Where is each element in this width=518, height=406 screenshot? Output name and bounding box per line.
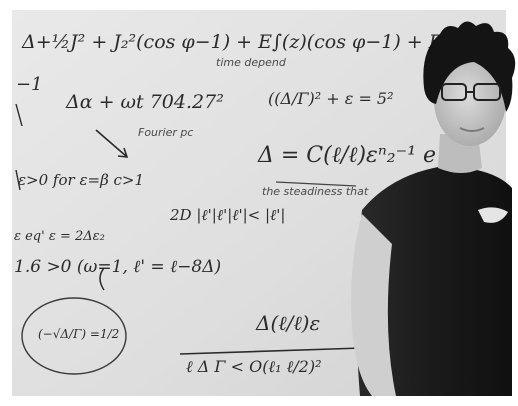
formula-11: ℓ Δ Γ < O(ℓ₁ ℓ/2)² <box>186 357 321 376</box>
underline-stroke <box>275 181 357 187</box>
left-margin-stroke <box>15 103 23 191</box>
circled-term <box>21 297 127 375</box>
glasses <box>441 83 501 101</box>
formula-2: −1 <box>16 74 43 95</box>
whiteboard-writing: Δ+½J² + J₂²(cos φ−1) + E∫(z)(cos φ−1) + … <box>14 31 448 376</box>
person <box>351 21 516 396</box>
formula-1: Δ+½J² + J₂²(cos φ−1) + E∫(z)(cos φ−1) + … <box>21 31 448 53</box>
formula-7: 2D |ℓ'|ℓ'|ℓ'|< |ℓ'| <box>169 206 285 224</box>
hair <box>423 21 516 112</box>
formula-9: 1.6 >0 (ω=1, ℓ' = ℓ−8Δ) <box>14 257 221 277</box>
left-arm <box>351 214 396 396</box>
formula-3: Δα + ωt 704.27² <box>65 91 224 113</box>
annotation-2: Fourier pc <box>138 126 193 139</box>
bracket-stroke <box>99 267 105 291</box>
formula-8: ε eq' ε = 2Δε₂ <box>14 229 105 244</box>
shirt-logo <box>478 207 508 223</box>
formula-5: ε>0 for ε=β c>1 <box>18 171 144 189</box>
annotation-3: the steadiness that <box>262 185 369 198</box>
formula-12: (−√Δ/Γ) =1/2 <box>38 327 119 341</box>
fraction-bar <box>179 347 363 355</box>
formula-6: Δ = C(ℓ/ℓ)εⁿ₂⁻¹ e <box>257 143 436 168</box>
shirt <box>356 166 512 396</box>
formula-10: Δ(ℓ/ℓ)ε <box>255 311 320 335</box>
arrow-stroke <box>95 129 129 158</box>
formula-4: ((Δ/Γ)² + ε = 5² <box>268 89 394 108</box>
mouth <box>459 127 485 132</box>
annotation-1: time depend <box>216 56 287 69</box>
face <box>434 54 506 146</box>
